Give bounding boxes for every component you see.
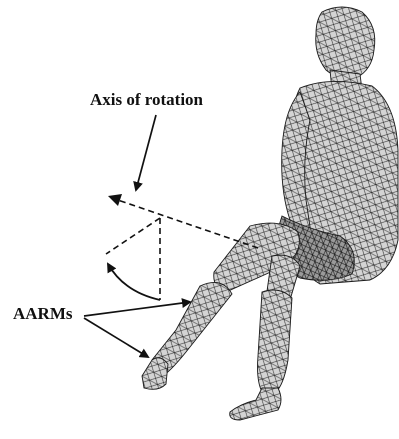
axis-label-arrow [136,115,156,190]
diagonal-dashed-line [106,218,160,254]
axis-arrowhead [108,194,122,206]
axis-line [112,198,258,248]
aarms-label: AARMs [13,304,73,324]
human-mesh-figure [142,7,398,420]
aarms-arrow-lower [84,318,148,357]
support-shin [258,290,293,392]
support-foot [230,388,281,420]
axis-of-rotation-label: Axis of rotation [90,90,203,110]
aarms-arrow-upper [84,302,190,316]
head [316,7,375,78]
raised-foot [142,358,168,390]
rotation-arc [108,264,160,300]
